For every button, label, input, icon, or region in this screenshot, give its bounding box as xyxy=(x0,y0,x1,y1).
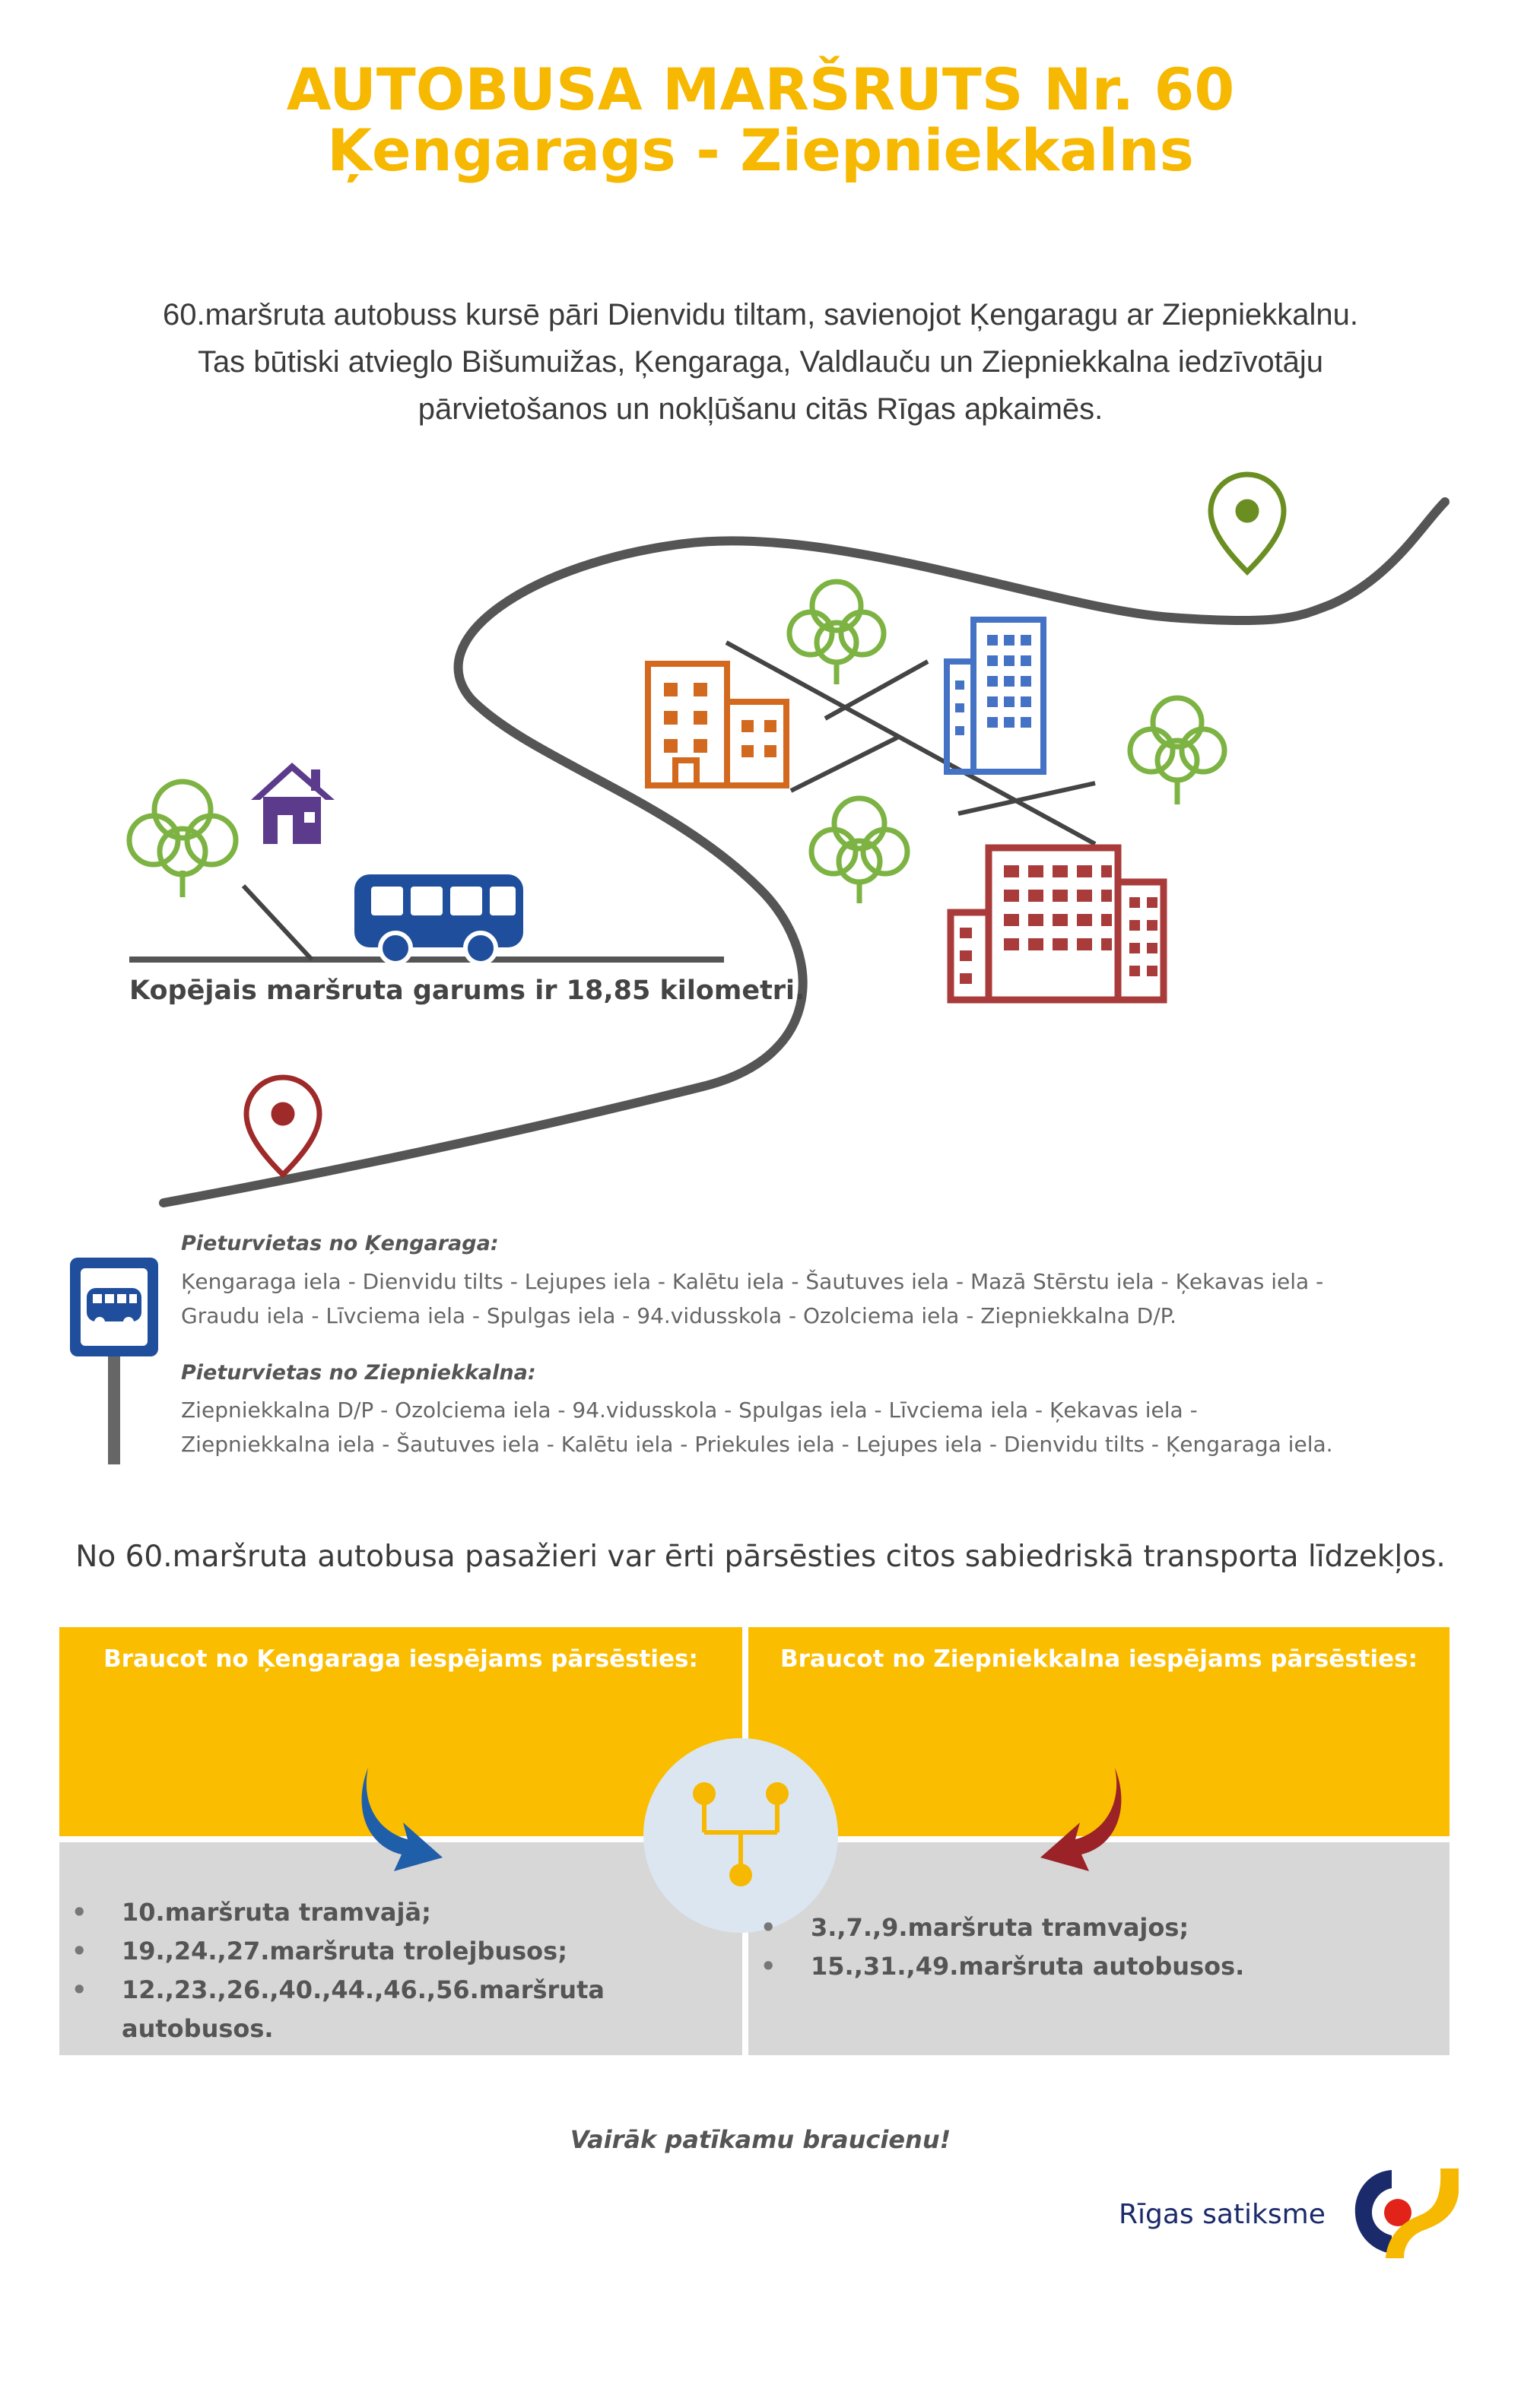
transfer-left-list: 10.maršruta tramvajā; 19.,24.,27.maršrut… xyxy=(71,1893,733,2048)
stops-line: Ķengaraga iela - Dienvidu tilts - Lejupe… xyxy=(181,1269,1324,1294)
stops-from-ziepniekkalns-title: Pieturvietas no Ziepniekkalna: xyxy=(181,1361,536,1385)
intro-line-1: 60.maršruta autobuss kursē pāri Dienvidu… xyxy=(163,298,1358,332)
intro-line-2: Tas būtiski atvieglo Bišumuižas, Ķengara… xyxy=(197,345,1324,379)
apartment-building-icon-red xyxy=(947,844,1167,1004)
intro-text: 60.maršruta autobuss kursē pāri Dienvidu… xyxy=(61,291,1460,433)
transfer-panel-right-header-bg xyxy=(748,1627,1450,1836)
stops-line: Ziepniekkalna iela - Šautuves iela - Kal… xyxy=(181,1432,1333,1457)
tree-icon xyxy=(808,795,910,903)
tree-icon xyxy=(126,779,239,897)
bus-icon xyxy=(354,874,523,966)
closing-wish: Vairāk patīkamu braucienu! xyxy=(570,2125,951,2154)
stops-line: Ziepniekkalna D/P - Ozolciema iela - 94.… xyxy=(181,1398,1198,1423)
route-map-illustration xyxy=(126,471,1450,1207)
apartment-building-icon-orange xyxy=(645,661,789,788)
list-item: 12.,23.,26.,40.,44.,46.,56.maršruta auto… xyxy=(71,1971,733,2048)
stops-from-ziepniekkalns-list: Ziepniekkalna D/P - Ozolciema iela - 94.… xyxy=(181,1393,1445,1461)
transfer-right-title: Braucot no Ziepniekkalna iespējams pārsē… xyxy=(780,1645,1418,1673)
curved-arrow-down-left-icon xyxy=(1040,1768,1122,1871)
street-lines xyxy=(725,640,1097,846)
stops-from-kengarags-list: Ķengaraga iela - Dienvidu tilts - Lejupe… xyxy=(181,1264,1445,1333)
stops-line: Graudu iela - Līvciema iela - Spulgas ie… xyxy=(181,1303,1177,1328)
brand-name: Rīgas satiksme xyxy=(1119,2199,1326,2230)
transfer-left-title: Braucot no Ķengaraga iespējams pārsēstie… xyxy=(103,1645,698,1673)
apartment-building-icon-blue xyxy=(944,617,1046,775)
transfer-junction-icon xyxy=(643,1738,838,1933)
rigas-satiksme-logo-icon xyxy=(1354,2168,1459,2258)
tree-icon xyxy=(1127,695,1227,804)
transfer-panel-left-header-bg xyxy=(59,1627,742,1836)
page-title-line-2: Ķengarags - Ziepniekkalns xyxy=(327,116,1194,184)
location-pin-icon-green xyxy=(1208,471,1287,576)
stops-from-kengarags-title: Pieturvietas no Ķengaraga: xyxy=(181,1232,499,1255)
curved-arrow-down-right-icon xyxy=(361,1768,443,1871)
bus-stop-sign-icon xyxy=(70,1258,158,1464)
tree-icon xyxy=(786,579,887,684)
list-item: 3.,7.,9.maršruta tramvajos; xyxy=(760,1908,1430,1947)
path-line xyxy=(241,884,314,962)
transfer-note: No 60.maršruta autobusa pasažieri var ēr… xyxy=(75,1540,1446,1574)
house-icon xyxy=(251,763,335,844)
location-pin-icon-red xyxy=(243,1074,322,1179)
route-length-text: Kopējais maršruta garums ir 18,85 kilome… xyxy=(129,976,805,1006)
list-item: 10.maršruta tramvajā; xyxy=(71,1893,733,1932)
transfer-right-list: 3.,7.,9.maršruta tramvajos; 15.,31.,49.m… xyxy=(760,1908,1430,1986)
list-item: 19.,24.,27.maršruta trolejbusos; xyxy=(71,1932,733,1971)
intro-line-3: pārvietošanos un nokļūšanu citās Rīgas a… xyxy=(418,392,1103,426)
list-item: 15.,31.,49.maršruta autobusos. xyxy=(760,1947,1430,1986)
route-road-line xyxy=(159,497,1450,1207)
page-title-line-1: AUTOBUSA MARŠRUTS Nr. 60 xyxy=(286,56,1235,123)
